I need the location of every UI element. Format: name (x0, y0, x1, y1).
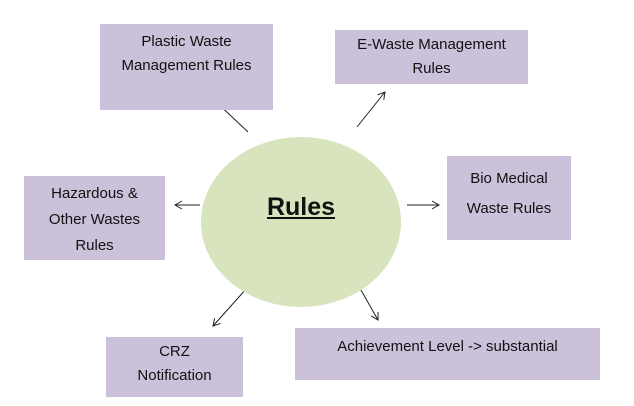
box-plastic-waste: Plastic Waste Management Rules (100, 24, 273, 110)
box-line: Other Wastes (48, 211, 141, 228)
box-line: Plastic Waste (141, 33, 232, 50)
box-line: Notification (137, 367, 212, 384)
box-line: Rules (412, 60, 451, 77)
box-line: Bio Medical (470, 170, 548, 187)
box-line: CRZ (159, 343, 190, 360)
box-ewaste: E-Waste Management Rules (335, 30, 528, 84)
box-line: Achievement Level -> substantial (337, 338, 558, 355)
box-line: Waste Rules (466, 200, 552, 217)
box-hazardous: Hazardous & Other Wastes Rules (24, 176, 165, 260)
center-circle: Rules (201, 137, 401, 307)
arrow-to-crz (212, 287, 248, 327)
box-biomedical: Bio Medical Waste Rules (447, 156, 571, 240)
box-achievement: Achievement Level -> substantial (295, 328, 600, 380)
box-line: E-Waste Management (357, 36, 506, 53)
box-line: Management Rules (121, 57, 252, 74)
box-line: Hazardous & (51, 185, 138, 202)
arrow-to-ewaste (356, 91, 386, 128)
box-line: Rules (75, 237, 114, 254)
box-crz: CRZ Notification (106, 337, 243, 397)
center-label: Rules (266, 192, 336, 221)
